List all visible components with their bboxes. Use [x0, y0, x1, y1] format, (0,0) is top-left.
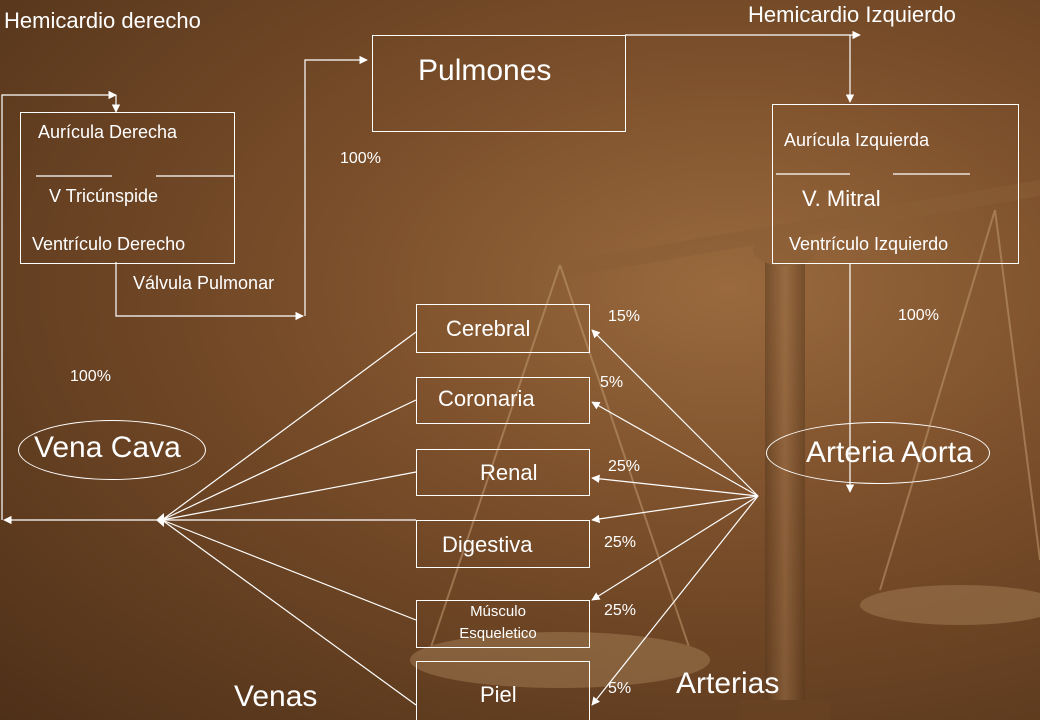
organ-box-coronaria — [416, 377, 590, 424]
organ-percent-coronaria: 5% — [600, 374, 624, 391]
organ-box-digestiva — [416, 520, 590, 568]
arteries-label: Arterias — [676, 667, 780, 700]
vena-cava-percent: 100% — [70, 368, 111, 385]
veins-label: Venas — [234, 680, 318, 713]
aorta-ellipse — [766, 422, 990, 484]
vena-cava-label: Vena Cava — [34, 431, 181, 464]
left-heart-box — [772, 104, 1019, 264]
aorta-percent: 100% — [898, 307, 939, 324]
organ-box-piel — [416, 661, 590, 720]
organ-label-cerebral: Cerebral — [446, 316, 531, 341]
lungs-box — [372, 35, 626, 132]
organ-label-coronaria: Coronaria — [438, 386, 535, 411]
organ-label-musculo: Músculo Esqueletico — [459, 603, 537, 642]
connectors — [1, 30, 970, 706]
lungs-label: Pulmones — [418, 54, 552, 87]
pulmonary-valve-label: Válvula Pulmonar — [133, 273, 275, 293]
scale-decoration — [410, 180, 1040, 720]
organ-percent-digestiva: 25% — [604, 534, 637, 551]
left-ventricle-label: Ventrículo Izquierdo — [789, 234, 949, 254]
organ-box-cerebral — [416, 304, 590, 353]
organ-box-renal — [416, 449, 590, 496]
organ-percent-cerebral: 15% — [608, 308, 641, 325]
left-heart-title: Hemicardio Izquierdo — [748, 2, 956, 27]
right-heart-box — [20, 112, 235, 264]
organ-percent-musculo: 25% — [604, 602, 637, 619]
organ-label-piel: Piel — [480, 682, 517, 707]
lungs-percent: 100% — [340, 150, 381, 167]
organ-box-musculo — [416, 600, 590, 648]
right-ventricle-label: Ventrículo Derecho — [32, 234, 186, 254]
organ-percent-piel: 5% — [608, 680, 632, 697]
tricuspid-valve-label: V Tricúnspide — [49, 186, 159, 206]
mitral-valve-label: V. Mitral — [802, 186, 881, 211]
right-heart-title: Hemicardio derecho — [4, 8, 201, 33]
vena-cava-hub-arrow — [156, 513, 164, 527]
vena-cava-ellipse — [18, 420, 206, 480]
left-atrium-label: Aurícula Izquierda — [784, 130, 930, 150]
organ-label-digestiva: Digestiva — [442, 532, 533, 557]
aorta-label: Arteria Aorta — [806, 436, 973, 469]
organ-percent-renal: 25% — [608, 458, 641, 475]
organ-label-renal: Renal — [480, 460, 538, 485]
right-atrium-label: Aurícula Derecha — [38, 122, 178, 142]
